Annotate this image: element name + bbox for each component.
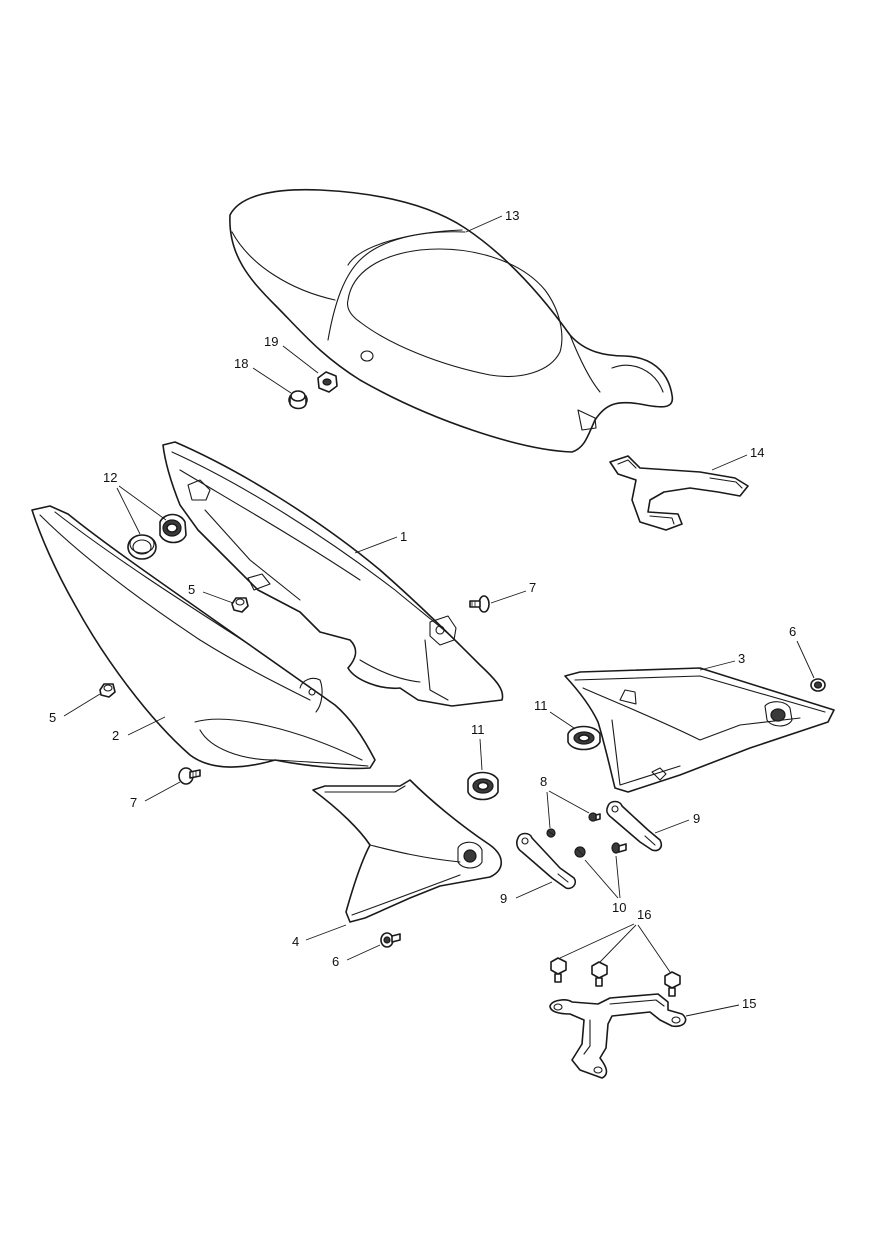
seat-13: [229, 188, 674, 453]
leader-8b: [548, 790, 590, 814]
callout-3: 3: [738, 651, 745, 666]
leader-3: [699, 660, 736, 671]
callout-6-upper: 6: [789, 624, 796, 639]
bolt-16a: [550, 957, 567, 983]
leader-6-upper: [796, 640, 815, 679]
outer-panel-2: [31, 505, 376, 770]
callout-18: 18: [234, 356, 248, 371]
grommet-12a: [127, 534, 157, 560]
callout-13: 13: [505, 208, 519, 223]
leader-4: [305, 924, 347, 941]
leader-6-lower: [346, 944, 381, 961]
bolt-16b: [591, 961, 608, 987]
inner-panel-1: [162, 441, 504, 707]
leader-14: [711, 454, 748, 471]
leader-8a: [546, 791, 551, 829]
callout-14: 14: [750, 445, 764, 460]
leader-19: [282, 345, 319, 374]
leader-15: [685, 1004, 740, 1017]
leader-7-upper: [490, 590, 527, 604]
callout-19: 19: [264, 334, 278, 349]
leader-1: [354, 536, 398, 554]
bracket-9-left: [516, 832, 577, 890]
callout-5-upper: 5: [188, 582, 195, 597]
callout-16: 16: [637, 907, 651, 922]
screw-8a: [546, 828, 556, 838]
leader-18: [252, 367, 292, 394]
leader-12b: [118, 485, 167, 521]
inner-panel-3: [564, 667, 835, 793]
callout-7-lower: 7: [130, 795, 137, 810]
callout-8: 8: [540, 774, 547, 789]
grommet-12b: [159, 513, 187, 544]
spacer-18: [288, 390, 308, 410]
callout-7-upper: 7: [529, 580, 536, 595]
leader-10a: [584, 859, 619, 899]
leader-16c: [637, 924, 671, 973]
screw-10b: [611, 842, 627, 854]
callout-4: 4: [292, 934, 299, 949]
bolt-16c: [664, 971, 681, 997]
screw-7a: [469, 595, 490, 613]
bracket-15: [549, 993, 687, 1079]
leader-16a: [559, 923, 635, 959]
screw-7b: [178, 767, 201, 785]
screw-10a: [574, 846, 586, 858]
leader-7-lower: [144, 781, 181, 802]
leader-10b: [615, 855, 621, 899]
leader-5-upper: [202, 591, 234, 604]
callout-9-right: 9: [693, 811, 700, 826]
leader-5-lower: [63, 693, 101, 717]
leader-12a: [116, 487, 141, 535]
callout-2: 2: [112, 728, 119, 743]
leader-9-left: [515, 881, 553, 899]
leader-2: [127, 716, 166, 736]
screw-6a: [810, 678, 826, 692]
leader-11-right: [549, 711, 575, 729]
grommet-11b: [467, 771, 499, 801]
callout-12: 12: [103, 470, 117, 485]
leader-9-right: [654, 819, 690, 834]
lower-panel-4: [312, 779, 503, 923]
screw-8b: [588, 812, 601, 822]
callout-15: 15: [742, 996, 756, 1011]
clip-5a: [231, 597, 249, 613]
nut-19: [317, 371, 338, 393]
clip-5b: [99, 683, 116, 698]
callout-6-lower: 6: [332, 954, 339, 969]
grommet-11a: [567, 725, 601, 751]
leader-13: [465, 215, 503, 233]
leader-11-center: [479, 738, 483, 771]
screw-6b: [380, 932, 401, 948]
callout-5-lower: 5: [49, 710, 56, 725]
bracket-9-right: [606, 800, 663, 852]
seat-bracket-14: [609, 455, 749, 531]
callout-9-left: 9: [500, 891, 507, 906]
callout-10: 10: [612, 900, 626, 915]
callout-1: 1: [400, 529, 407, 544]
callout-11-center: 11: [471, 722, 485, 737]
callout-11-right: 11: [534, 698, 548, 713]
leader-16b: [599, 924, 637, 963]
